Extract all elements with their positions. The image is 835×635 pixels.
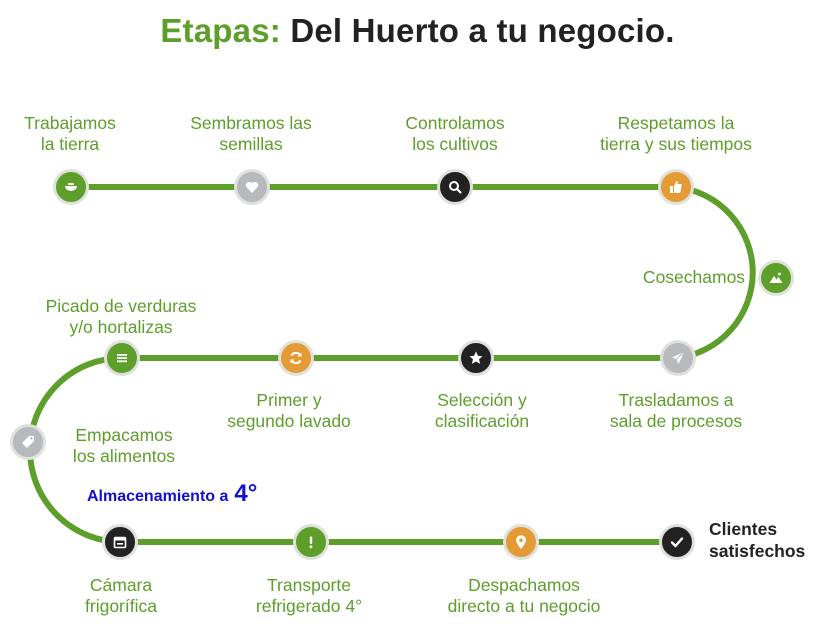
step-node-10	[10, 424, 46, 460]
final-step-node	[659, 524, 695, 560]
thumbs-up-icon	[668, 179, 684, 195]
step-label-10-line2: los alimentos	[72, 446, 176, 466]
title-accent: Etapas:	[160, 12, 281, 49]
calendar-icon	[112, 534, 128, 550]
step-node-8	[278, 340, 314, 376]
step-node-6	[660, 340, 696, 376]
step-node-2	[234, 169, 270, 205]
step-label-8-line1: Primer y	[256, 390, 322, 410]
star-icon	[468, 350, 484, 366]
step-label-5: Cosechamos	[643, 267, 745, 288]
check-icon	[669, 534, 685, 550]
tag-icon	[20, 434, 36, 450]
step-node-5	[758, 260, 794, 296]
step-label-4-line2: tierra y sus tiempos	[600, 134, 752, 154]
step-label-11-line2: frigorífica	[85, 596, 157, 616]
step-label-9-line1: Picado de verduras	[45, 296, 197, 316]
search-icon	[447, 179, 463, 195]
storage-note: Almacenamiento a 4°	[87, 480, 257, 508]
mountain-icon	[768, 270, 784, 286]
step-label-4-line1: Respetamos la	[617, 113, 735, 133]
exclamation-icon	[303, 534, 319, 550]
step-node-11	[102, 524, 138, 560]
step-node-13	[503, 524, 539, 560]
final-step-line1: Clientes	[709, 519, 778, 539]
step-label-13-line2: directo a tu negocio	[447, 596, 601, 616]
step-label-6-line2: sala de procesos	[609, 411, 743, 431]
step-label-7-line1: Selección y	[437, 390, 527, 410]
step-label-6-line1: Trasladamos a	[618, 390, 734, 410]
list-icon	[114, 350, 130, 366]
title-rest: Del Huerto a tu negocio.	[290, 12, 675, 49]
step-label-12-line1: Transporte	[267, 575, 351, 595]
step-node-9	[104, 340, 140, 376]
refresh-icon	[288, 350, 304, 366]
heart-icon	[244, 179, 260, 195]
step-node-1	[53, 169, 89, 205]
step-node-7	[458, 340, 494, 376]
map-pin-icon	[513, 534, 529, 550]
step-label-7-line2: clasificación	[434, 411, 530, 431]
step-label-11-line1: Cámara	[89, 575, 153, 595]
step-node-3	[437, 169, 473, 205]
final-step-line2: satisfechos	[709, 541, 806, 561]
step-label-12-line2: refrigerado 4°	[255, 596, 363, 616]
paper-plane-icon	[670, 350, 686, 366]
step-label-2-line1: Sembramos las	[190, 113, 312, 133]
step-label-3-line1: Controlamos	[405, 113, 505, 133]
step-label-2-line2: semillas	[219, 134, 283, 154]
step-label-13-line1: Despachamos	[468, 575, 580, 595]
step-label-8-line2: segundo lavado	[227, 411, 351, 431]
step-label-1-line1: Trabajamos	[24, 113, 116, 133]
storage-note-text: Almacenamiento a	[87, 488, 229, 505]
step-label-1-line2: la tierra	[40, 134, 100, 154]
storage-note-value: 4°	[234, 480, 258, 507]
final-step-label: Clientes satisfechos	[709, 518, 805, 562]
step-node-12	[293, 524, 329, 560]
bowl-icon	[63, 179, 79, 195]
page-title: Etapas: Del Huerto a tu negocio.	[0, 12, 835, 50]
step-label-3-line2: los cultivos	[412, 134, 498, 154]
step-label-9-line2: y/o hortalizas	[69, 317, 173, 337]
step-label-5-line1: Cosechamos	[642, 267, 746, 287]
step-node-4	[658, 169, 694, 205]
step-label-10-line1: Empacamos	[75, 425, 173, 445]
